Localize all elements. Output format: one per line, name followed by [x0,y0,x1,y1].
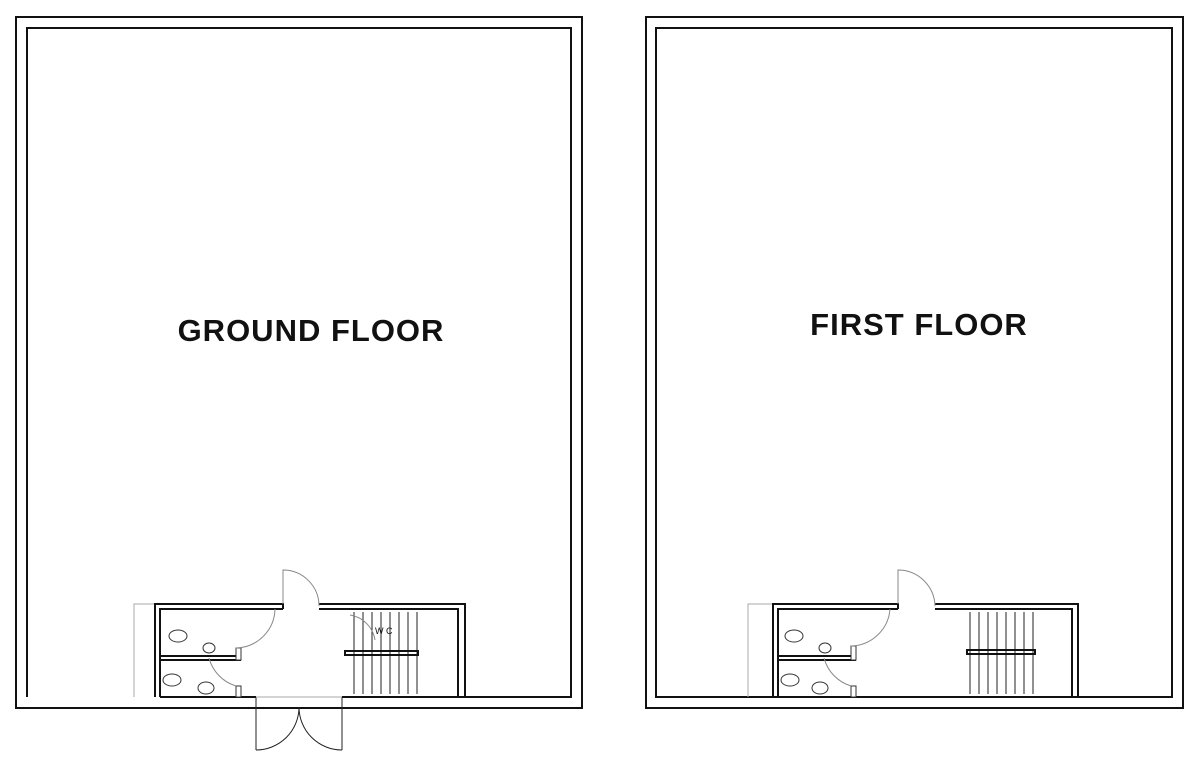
first-stair-landing-rail [966,649,1036,655]
first-wc-door-lower [823,657,852,687]
ground-stairs [353,612,418,694]
toilet-icon [780,673,800,687]
first-floor-label: FIRST FLOOR [810,307,1028,342]
ground-floor-label: GROUND FLOOR [178,313,445,348]
sink-icon [197,681,215,695]
first-core-door [897,569,936,607]
first-door-jamb [850,645,857,661]
first-stair-wall [935,603,1079,697]
sink-icon [818,642,832,654]
first-wc-door-upper [850,608,891,647]
ground-stair-door [349,614,376,641]
first-door-jamb [850,685,857,698]
toilet-icon [162,673,182,687]
ground-entrance-jambs [255,697,343,750]
ground-wc-door-upper [235,608,276,649]
sink-icon [811,681,829,695]
first-wc-partition [778,655,856,661]
ground-core-edge [133,603,155,697]
toilet-icon [784,629,804,643]
first-floor-plan: FIRST FLOOR [645,16,1184,709]
ground-wc-wall [154,603,284,697]
wc-label: W C [375,626,393,636]
ground-floor-plan: W C GROUND FLOOR [15,16,583,751]
first-core-edge [747,603,773,697]
first-outer-wall [645,16,1184,709]
sink-icon [202,642,216,654]
first-inner-wall [655,27,1173,698]
first-wc-wall [772,603,899,697]
ground-stair-wall [319,603,466,697]
toilet-icon [168,629,188,643]
ground-inner-wall [26,27,572,698]
ground-stair-landing-rail [344,650,419,656]
ground-core-door [282,569,320,607]
ground-entrance-double-door[interactable] [255,706,343,751]
ground-door-jamb [235,647,242,661]
ground-outer-wall [15,16,583,709]
ground-wc-partition [160,655,241,661]
ground-door-jamb [235,685,242,698]
ground-wc-door-lower [208,657,237,687]
